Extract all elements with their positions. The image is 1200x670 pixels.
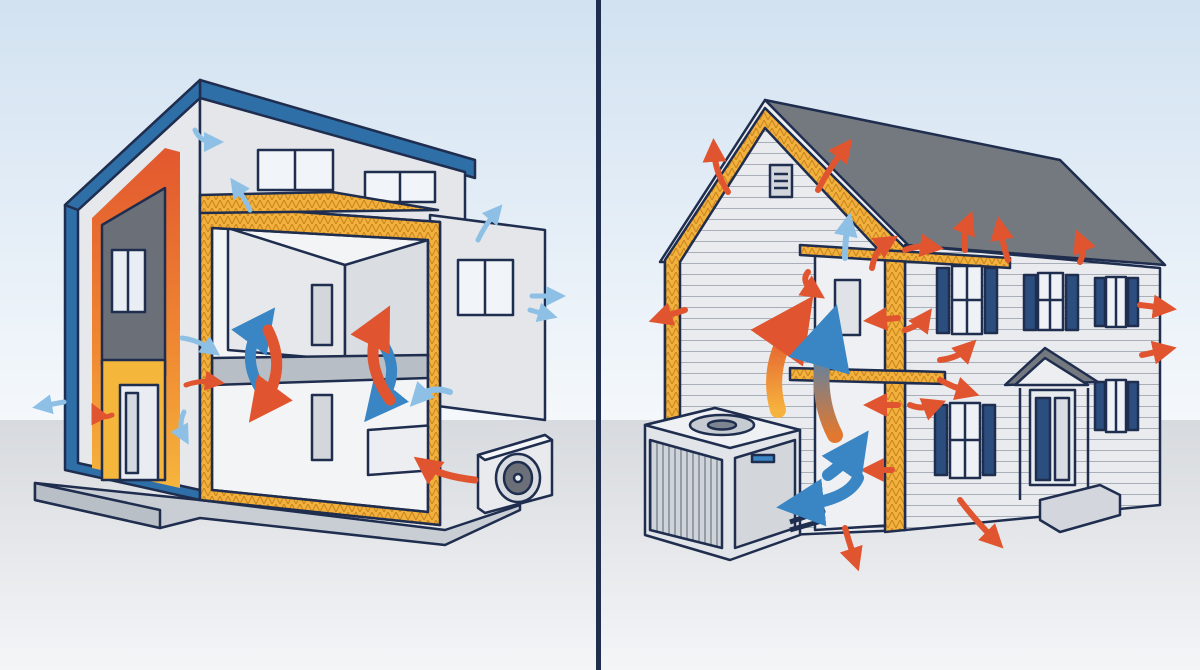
- heat-loss-arrow: [937, 377, 980, 400]
- heat-loss-arrow: [902, 233, 944, 258]
- traditional-house-airflow: [648, 138, 1177, 572]
- heat-loss-arrow: [937, 339, 977, 365]
- panel-divider: [596, 0, 601, 670]
- heat-loss-arrow: [869, 235, 899, 271]
- heat-loss-arrow: [839, 525, 863, 572]
- heat-loss-arrow: [183, 370, 225, 391]
- lower-windows: [933, 378, 1140, 480]
- heat-loss-arrow: [798, 269, 825, 299]
- floor-insulation: [788, 366, 947, 386]
- heat-loss-arrow: [990, 216, 1014, 263]
- cool-air-arrow: [821, 430, 869, 484]
- cool-air-arrow: [527, 302, 558, 322]
- heat-loss-arrow: [1137, 294, 1177, 319]
- ac-condenser-unit: [643, 406, 826, 562]
- modern-house-airflow: [32, 127, 566, 485]
- air-circulation-arrow: [350, 305, 396, 406]
- heat-loss-arrow: [91, 403, 115, 426]
- heat-loss-arrow: [957, 497, 1004, 549]
- cool-air-arrow: [475, 204, 503, 243]
- heat-loss-arrow: [1073, 228, 1096, 265]
- heat-loss-arrow: [863, 307, 901, 331]
- cool-air-arrow: [230, 177, 253, 213]
- cool-air-arrow: [409, 381, 453, 407]
- cool-air-arrow: [32, 394, 67, 415]
- heat-loss-arrow: [952, 210, 975, 253]
- upper-windows: [935, 264, 1140, 336]
- cool-air-arrow: [170, 409, 189, 445]
- heat-loss-arrow: [1139, 340, 1177, 365]
- cool-air-arrow: [833, 212, 858, 261]
- traditional-house: [643, 98, 1167, 562]
- air-circulation-arrow: [248, 324, 293, 423]
- front-porch: [1003, 346, 1122, 534]
- heat-loss-arrow: [648, 302, 688, 326]
- air-circulation-arrow: [788, 304, 850, 443]
- heat-loss-arrow: [413, 456, 479, 485]
- heat-loss-arrow: [902, 308, 932, 335]
- cool-air-arrow: [776, 472, 864, 527]
- insulation-layer: [198, 203, 442, 527]
- cool-air-arrow: [179, 335, 221, 356]
- heat-loss-arrow: [907, 398, 947, 421]
- modern-house: [33, 78, 554, 547]
- cool-air-arrow: [192, 127, 224, 152]
- heat-loss-arrow: [702, 138, 731, 195]
- heat-loss-arrow: [815, 138, 853, 193]
- heat-pump-unit: [476, 433, 554, 515]
